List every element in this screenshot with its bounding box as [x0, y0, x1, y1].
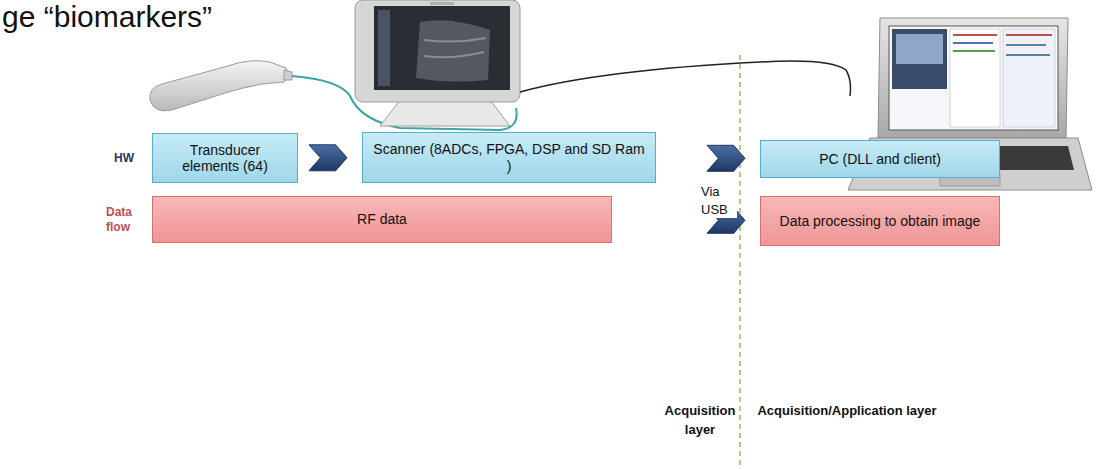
- hardware-box: PC (DLL and client): [760, 140, 1000, 178]
- row-label: HW: [114, 151, 134, 165]
- layer-label: Acquisition layer: [650, 402, 750, 440]
- scanner-device: [355, 0, 520, 126]
- probe: [150, 61, 292, 111]
- box-text: Data processing to obtain image: [780, 213, 981, 229]
- layer-label: Acquisition/Application layer: [752, 402, 942, 421]
- box-text: Transducer elements (64): [161, 142, 289, 174]
- row-label: Data flow: [106, 205, 146, 235]
- data-flow-box: Data processing to obtain image: [760, 196, 1000, 246]
- box-text: RF data: [357, 211, 407, 227]
- layer-divider: [739, 55, 741, 469]
- data-flow-box: RF data: [152, 196, 612, 243]
- box-text: PC (DLL and client): [819, 151, 941, 167]
- chevron-arrow: [707, 145, 745, 171]
- usb-cable: [520, 61, 851, 96]
- hardware-box: Scanner (8ADCs, FPGA, DSP and SD Ram ): [362, 132, 656, 183]
- hardware-box: Transducer elements (64): [152, 133, 298, 183]
- connection-label: Via USB: [699, 183, 737, 218]
- slide-title: ge “biomarkers”: [2, 0, 212, 34]
- box-text: Scanner (8ADCs, FPGA, DSP and SD Ram ): [371, 141, 647, 173]
- chevron-arrow: [309, 145, 347, 171]
